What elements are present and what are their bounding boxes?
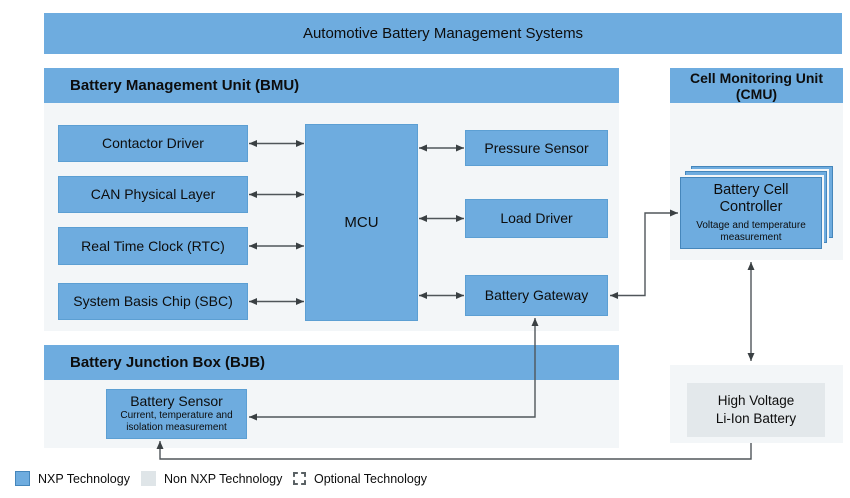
bjb-header-label: Battery Junction Box (BJB) <box>70 354 266 371</box>
legend-item-nxp: NXP Technology <box>15 470 130 487</box>
legend-optional-label: Optional Technology <box>314 471 428 486</box>
load-driver-box: Load Driver <box>465 199 608 238</box>
battery-sensor-box: Battery Sensor Current, temperature and … <box>106 389 247 439</box>
system-basis-chip-label: System Basis Chip (SBC) <box>73 293 233 309</box>
can-physical-layer-label: CAN Physical Layer <box>90 186 216 202</box>
legend-item-optional: Optional Technology <box>293 470 427 487</box>
legend-item-non-nxp: Non NXP Technology <box>141 470 282 487</box>
high-voltage-battery-line2: Li-Ion Battery <box>715 411 797 426</box>
battery-cell-controller-title: Battery Cell Controller <box>713 182 789 215</box>
battery-cell-controller-box: Battery Cell Controller Voltage and temp… <box>680 177 822 249</box>
bjb-header: Battery Junction Box (BJB) <box>44 345 619 380</box>
mcu-label: MCU <box>344 214 379 231</box>
high-voltage-battery-line1: High Voltage <box>717 393 795 408</box>
system-basis-chip-box: System Basis Chip (SBC) <box>58 283 248 320</box>
mcu-box: MCU <box>305 124 418 321</box>
real-time-clock-box: Real Time Clock (RTC) <box>58 227 248 265</box>
battery-gateway-box: Battery Gateway <box>465 275 608 316</box>
bmu-header-label: Battery Management Unit (BMU) <box>70 77 300 94</box>
optional-technology-swatch-icon <box>293 472 306 485</box>
cmu-header: Cell Monitoring Unit (CMU) <box>670 68 843 103</box>
bmu-header: Battery Management Unit (BMU) <box>44 68 619 103</box>
connector-gateway-cell-controller <box>610 209 678 299</box>
contactor-driver-label: Contactor Driver <box>102 135 204 151</box>
battery-sensor-title: Battery Sensor <box>130 393 223 409</box>
battery-cell-controller-subtitle: Voltage and temperature measurement <box>696 220 806 243</box>
nxp-technology-swatch-icon <box>15 471 30 486</box>
pressure-sensor-label: Pressure Sensor <box>484 139 589 156</box>
battery-sensor-subtitle: Current, temperature and isolation measu… <box>120 410 233 433</box>
legend-non-nxp-label: Non NXP Technology <box>164 471 283 486</box>
contactor-driver-box: Contactor Driver <box>58 125 248 162</box>
cmu-header-line2: (CMU) <box>735 85 778 102</box>
load-driver-label: Load Driver <box>500 210 573 226</box>
high-voltage-battery-box: High Voltage Li-Ion Battery <box>687 383 825 437</box>
battery-gateway-label: Battery Gateway <box>484 287 589 303</box>
real-time-clock-label: Real Time Clock (RTC) <box>81 237 225 254</box>
legend-nxp-label: NXP Technology <box>38 471 130 486</box>
pressure-sensor-box: Pressure Sensor <box>465 130 608 166</box>
diagram-title-banner: Automotive Battery Management Systems <box>44 13 842 54</box>
cmu-header-line1: Cell Monitoring Unit <box>690 69 823 86</box>
can-physical-layer-box: CAN Physical Layer <box>58 176 248 213</box>
diagram-title: Automotive Battery Management Systems <box>302 25 584 42</box>
non-nxp-technology-swatch-icon <box>141 471 156 486</box>
